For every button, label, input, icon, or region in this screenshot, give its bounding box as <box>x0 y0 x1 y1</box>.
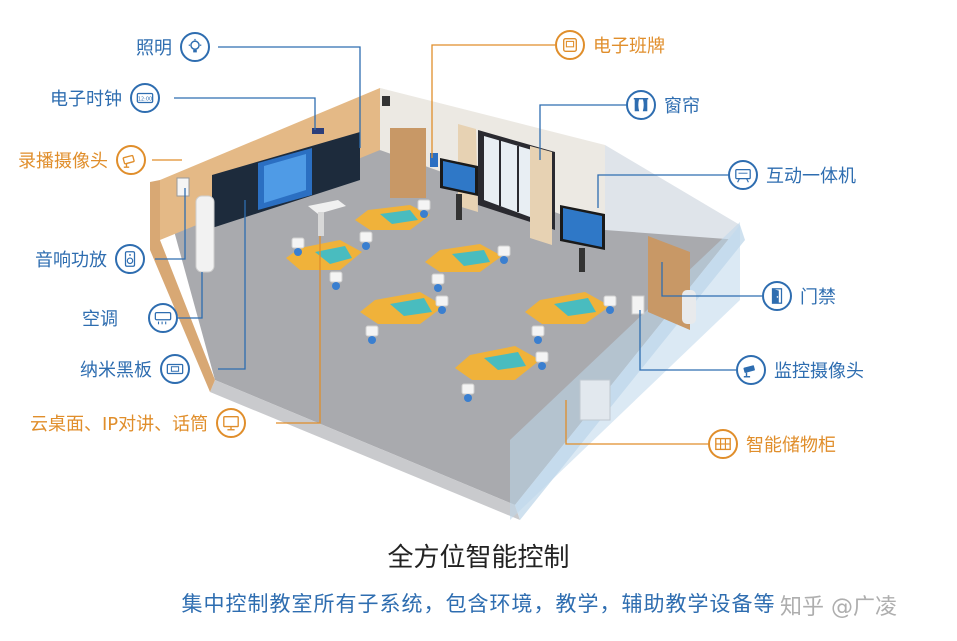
digital-clock-icon: 12:00 <box>130 83 160 113</box>
callout-recording-camera: 录播摄像头 <box>18 145 146 175</box>
callout-aircon-label: 空调 <box>82 309 118 330</box>
callout-aircon: 空调 <box>82 303 178 333</box>
diagram-title: 全方位智能控制 <box>387 543 570 573</box>
leader-curtain <box>539 104 626 160</box>
speaker-icon <box>115 244 145 274</box>
clock-on-wall <box>312 128 324 134</box>
table-cluster-3 <box>425 244 502 272</box>
callout-curtain-label: 窗帘 <box>664 96 700 117</box>
right-door <box>648 236 690 330</box>
tablet-icon <box>555 30 585 60</box>
callout-clock-label: 电子时钟 <box>50 89 122 110</box>
table-cluster-1 <box>286 240 362 270</box>
cabinet-icon <box>708 429 738 459</box>
callout-access-control: 门禁 <box>762 281 836 311</box>
callout-curtain: 窗帘 <box>626 90 700 120</box>
callout-nano-board-label: 纳米黑板 <box>80 360 152 381</box>
camera-on-wall <box>382 96 390 106</box>
callout-audio-amp-label: 音响功放 <box>35 250 107 271</box>
bin <box>682 290 696 324</box>
callout-monitor-camera: 监控摄像头 <box>736 355 864 385</box>
leader-monitor <box>639 310 736 371</box>
callout-interactive-machine-label: 互动一体机 <box>766 166 856 187</box>
callout-nano-board: 纳米黑板 <box>80 354 190 384</box>
callout-interactive-machine: 互动一体机 <box>728 160 856 190</box>
callout-cloud-desktop-label: 云桌面、IP对讲、话筒 <box>30 414 209 435</box>
leader-interactive <box>597 174 728 208</box>
back-door <box>390 128 426 198</box>
table-cluster-2 <box>355 205 430 230</box>
callout-audio-amp: 音响功放 <box>35 244 145 274</box>
leader-clock <box>174 97 316 130</box>
class-sign-screen <box>430 153 438 167</box>
table-cluster-4 <box>360 292 444 324</box>
clock-icon-text: 12:00 <box>138 96 152 102</box>
leader-cabinet <box>565 400 708 445</box>
callout-class-sign: 电子班牌 <box>555 30 665 60</box>
diagram-subtitle: 集中控制教室所有子系统，包含环境，教学，辅助教学设备等 <box>181 592 776 616</box>
aircon-unit <box>195 195 215 273</box>
callout-class-sign-label: 电子班牌 <box>593 36 665 57</box>
chairs <box>291 199 617 395</box>
curtain-right <box>530 146 552 245</box>
blackboard-icon <box>160 354 190 384</box>
speaker <box>176 177 190 197</box>
callout-recording-camera-label: 录播摄像头 <box>18 151 108 172</box>
callout-monitor-camera-label: 监控摄像头 <box>774 361 864 382</box>
interactive-display-icon <box>728 160 758 190</box>
lightbulb-icon <box>180 32 210 62</box>
callout-smart-cabinet: 智能储物柜 <box>708 429 836 459</box>
air-conditioner-icon <box>148 303 178 333</box>
chair-seats <box>294 210 614 402</box>
leader-access <box>661 262 762 297</box>
right-wall <box>605 145 740 240</box>
callout-smart-cabinet-label: 智能储物柜 <box>746 435 836 456</box>
callout-lighting-label: 照明 <box>136 38 172 59</box>
leader-aircon <box>176 272 203 319</box>
surveillance-camera-icon <box>736 355 766 385</box>
callout-access-control-label: 门禁 <box>800 287 836 308</box>
door-icon <box>762 281 792 311</box>
curtain-icon <box>626 90 656 120</box>
leader-cloud-desktop <box>276 236 321 424</box>
callout-clock: 电子时钟 12:00 <box>50 83 160 113</box>
camera-icon <box>116 145 146 175</box>
leader-lighting <box>218 46 361 148</box>
callout-lighting: 照明 <box>136 32 210 62</box>
table-cluster-6 <box>455 346 540 380</box>
leader-nano-board <box>218 200 246 370</box>
leader-class-sign <box>431 44 555 158</box>
callout-cloud-desktop: 云桌面、IP对讲、话筒 <box>30 408 247 438</box>
podium <box>308 200 346 214</box>
monitor-icon <box>216 408 247 438</box>
table-cluster-5 <box>525 292 610 324</box>
storage-cabinet <box>579 379 611 421</box>
leader-audio <box>155 188 186 260</box>
watermark: 知乎 @广凌 <box>780 595 897 620</box>
